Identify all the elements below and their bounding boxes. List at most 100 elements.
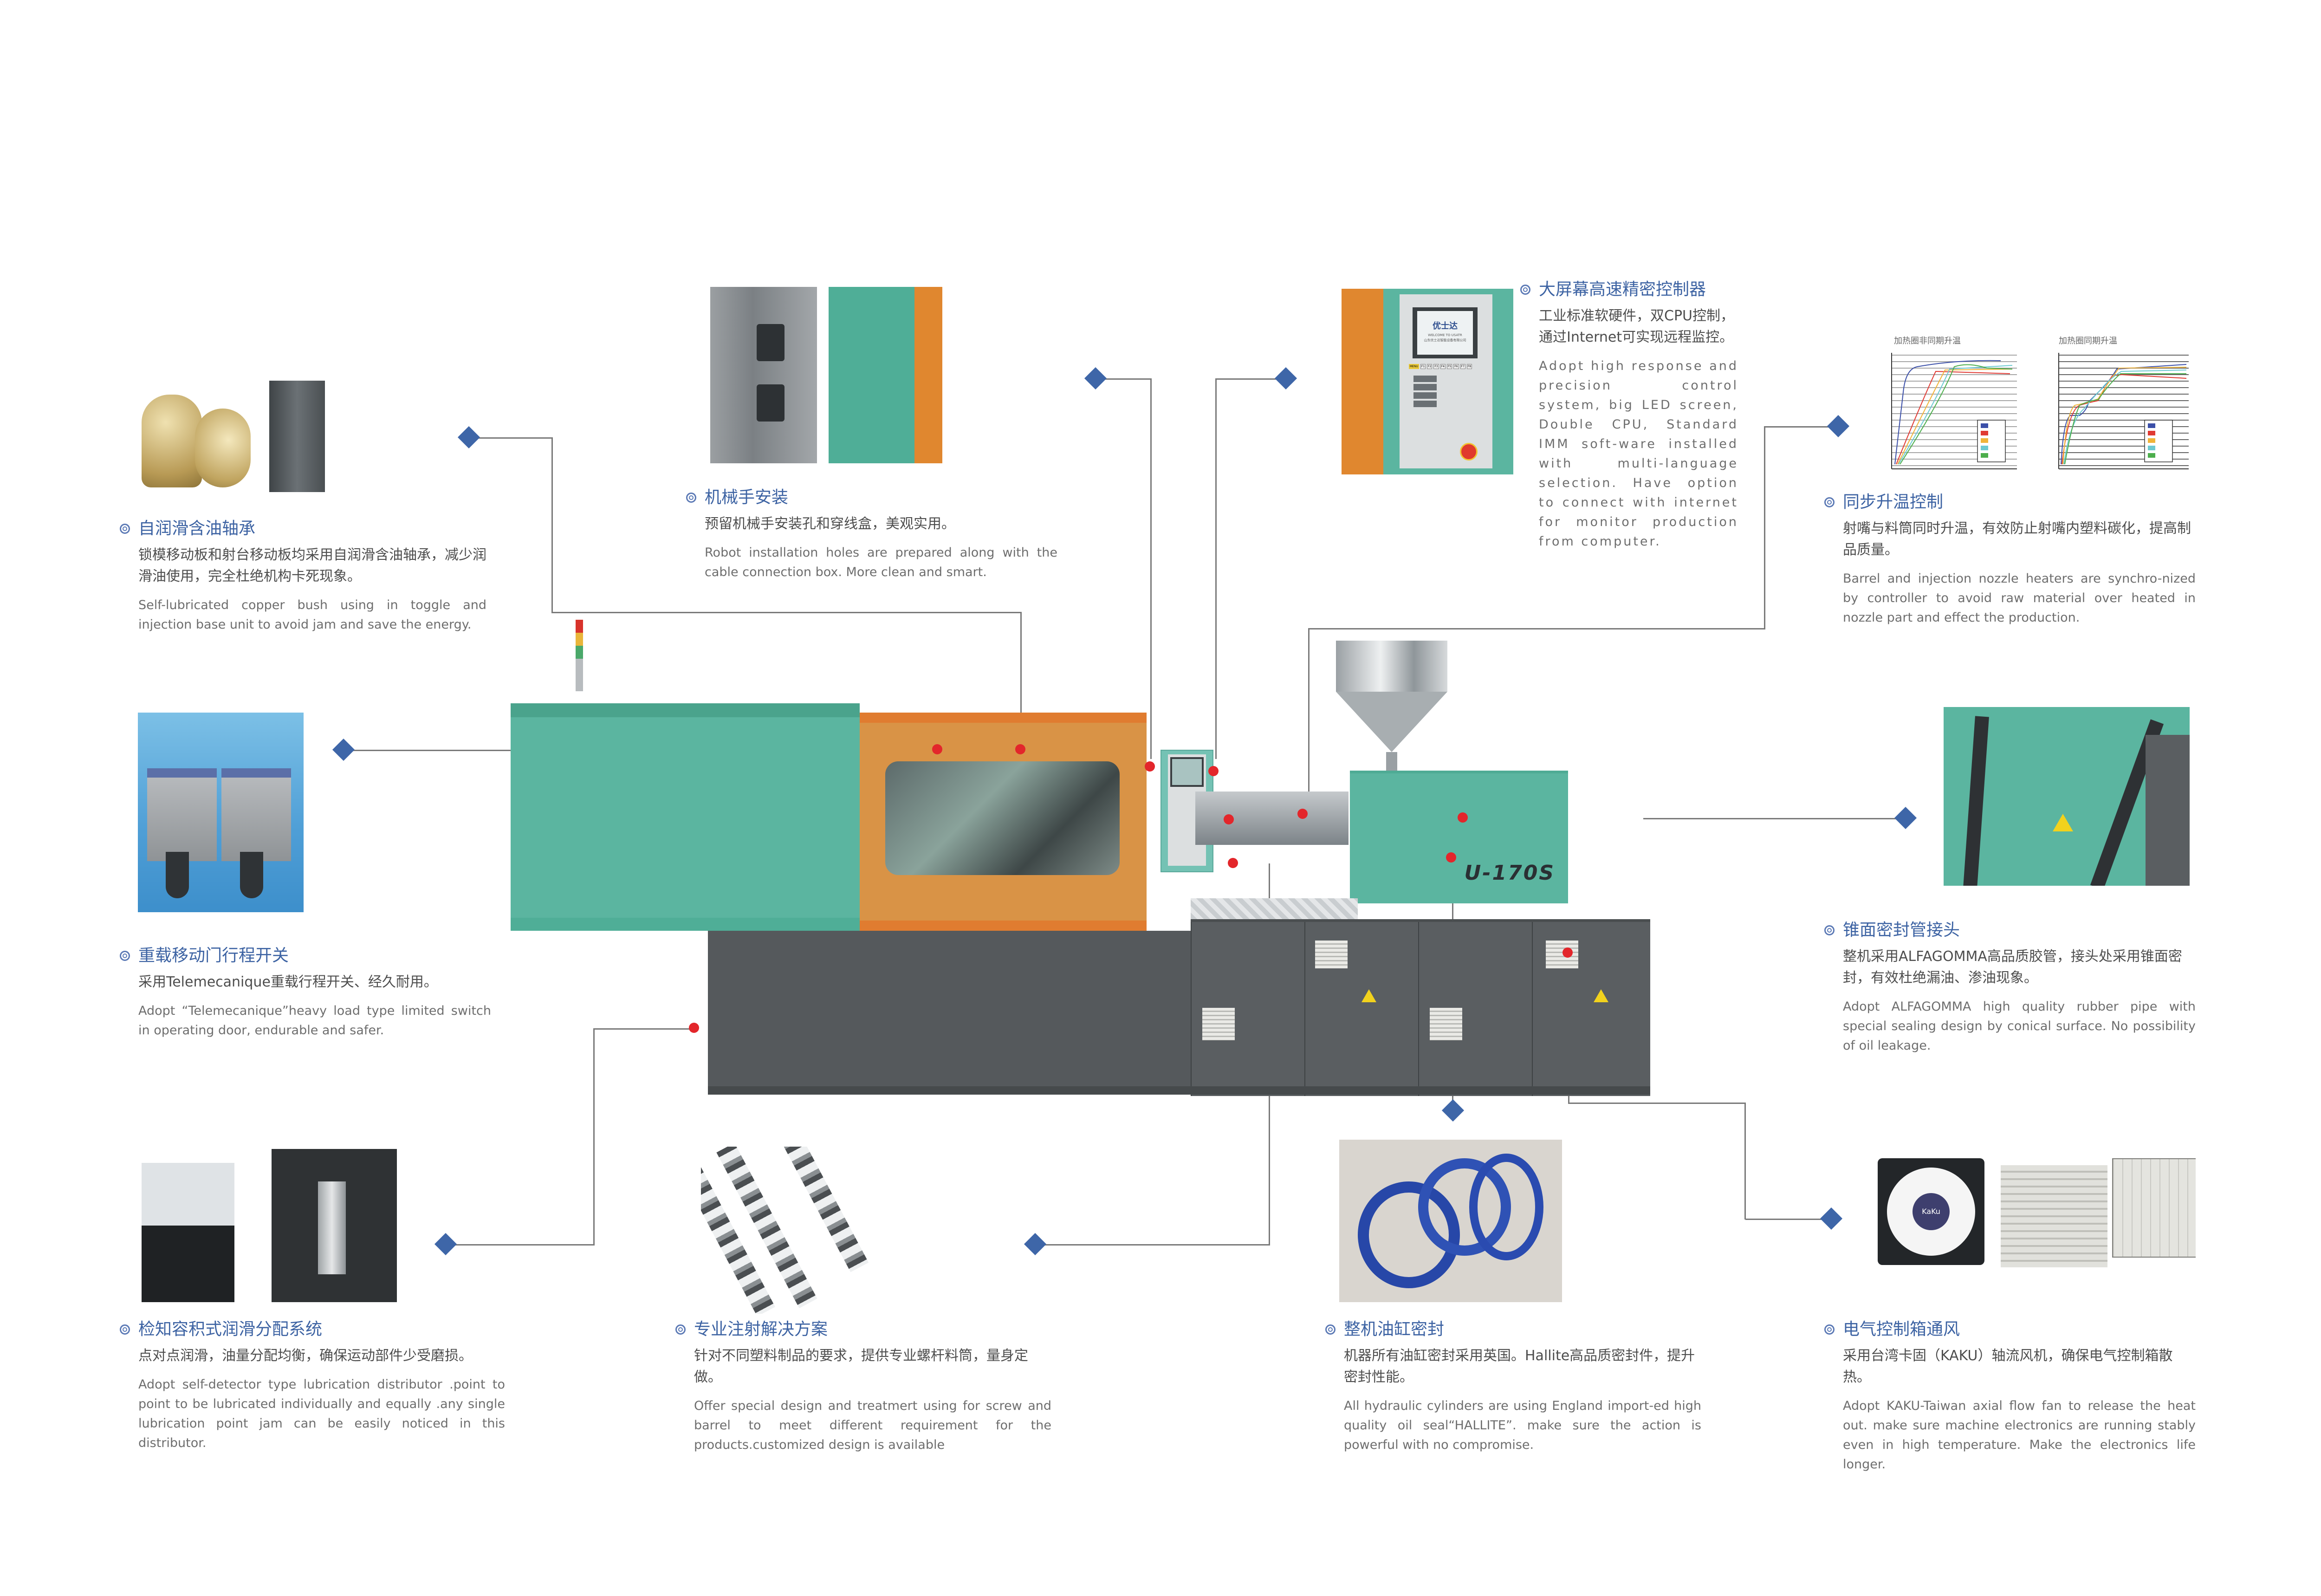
feature-description-zh: 点对点润滑，油量分配均衡，确保运动部件少受磨损。 <box>138 1348 473 1364</box>
feature-description-zh: 采用台湾卡固（KAKU）轴流风机，确保电气控制箱散热。 <box>1843 1348 2173 1385</box>
feature-description-en: Self-lubricated copper bush using in tog… <box>138 598 486 632</box>
marker-robot[interactable] <box>1084 367 1107 390</box>
hotspot-cylinder[interactable] <box>1446 852 1456 863</box>
feature-title: 电气控制箱通风 <box>1843 1320 1960 1339</box>
marker-injection[interactable] <box>1024 1233 1047 1256</box>
model-label: U-170S <box>1464 861 1555 885</box>
photo-copper-bushings <box>135 381 325 492</box>
controller-panel[interactable] <box>1160 750 1213 872</box>
feature-cabinet-ventilation: 电气控制箱通风 采用台湾卡固（KAKU）轴流风机，确保电气控制箱散热。 Adop… <box>1824 1318 2196 1474</box>
circle-bullet-icon <box>120 524 130 534</box>
circle-bullet-icon <box>1520 285 1530 295</box>
feature-lubrication-system: 检知容积式润滑分配系统 点对点润滑，油量分配均衡，确保运动部件少受磨损。 Ado… <box>120 1318 505 1453</box>
key-f3[interactable]: F3 <box>1433 364 1439 369</box>
feature-description-en: Adopt self-detector type lubrication dis… <box>138 1377 505 1450</box>
feature-self-lubricated-bearing: 自润滑含油轴承 锁模移动板和射台移动板均采用自润滑含油轴承，减少润滑油使用，完全… <box>120 518 486 635</box>
controller-screen <box>1170 757 1204 787</box>
feature-description-en: All hydraulic cylinders are using Englan… <box>1344 1399 1701 1452</box>
marker-lubrication[interactable] <box>434 1233 457 1256</box>
checker-plate <box>1191 898 1358 919</box>
marker-conical-seal[interactable] <box>1894 806 1917 830</box>
marker-sync-heating[interactable] <box>1827 415 1850 438</box>
clamp-guard-teal <box>511 703 860 931</box>
feature-cylinder-seal: 整机油缸密封 机器所有油缸密封采用英国。Hallite高品质密封件，提升密封性能… <box>1325 1318 1701 1455</box>
chart-sync <box>2058 353 2189 469</box>
feature-conical-seal-fitting: 锥面密封管接头 整机采用ALFAGOMMA高品质胶管，接头处采用锥面密封，有效杜… <box>1824 919 2196 1056</box>
machine-base <box>708 931 1191 1093</box>
hotspot-lubrication[interactable] <box>689 1023 699 1033</box>
key-f5[interactable]: F5 <box>1446 364 1452 369</box>
feature-injection-solution: 专业注射解决方案 针对不同塑料制品的要求，提供专业螺杆料筒，量身定做。 Offe… <box>675 1318 1051 1455</box>
chart-title-async: 加热圈非同期升温 <box>1894 336 1961 346</box>
circle-bullet-icon <box>120 951 130 961</box>
vent-grille <box>1202 1008 1235 1040</box>
feature-description-zh: 射嘴与料筒同时升温，有效防止射嘴内塑料碳化，提高制品质量。 <box>1843 520 2191 558</box>
key-f4[interactable]: F4 <box>1440 364 1446 369</box>
feature-description-zh: 工业标准软硬件，双CPU控制，通过Internet可实现远程监控。 <box>1539 308 1734 345</box>
feature-description-zh: 锁模移动板和射台移动板均采用自润滑含油轴承，减少润滑油使用，完全杜绝机构卡死现象… <box>138 547 486 584</box>
series-barrel-1 <box>1896 370 2010 465</box>
key-f2[interactable]: F2 <box>1427 364 1433 369</box>
hotspot-robot-2[interactable] <box>1015 744 1025 754</box>
warning-icon <box>1361 989 1376 1002</box>
circle-bullet-icon <box>1325 1324 1336 1335</box>
key-f6[interactable]: F6 <box>1453 364 1459 369</box>
keypad <box>1413 376 1437 408</box>
feature-description-zh: 整机采用ALFAGOMMA高品质胶管，接头处采用锥面密封，有效杜绝漏油、渗油现象… <box>1843 948 2182 986</box>
marker-door-switch[interactable] <box>332 738 355 761</box>
hotspot-robot[interactable] <box>932 744 942 754</box>
feature-description-zh: 预留机械手安装孔和穿线盒，美观实用。 <box>705 516 955 532</box>
photo-axial-fan: KaKu <box>1871 1158 2196 1267</box>
key-f8[interactable]: F8 <box>1466 364 1472 369</box>
photo-lubrication-pump <box>142 1149 397 1302</box>
feature-description-zh: 针对不同塑料制品的要求，提供专业螺杆料筒，量身定做。 <box>694 1348 1028 1385</box>
hotspot-sync[interactable] <box>1297 809 1308 819</box>
warning-icon <box>1594 989 1608 1002</box>
feature-description-en: Adopt ALFAGOMMA high quality rubber pipe… <box>1843 999 2196 1053</box>
signal-tower <box>576 620 583 703</box>
circle-bullet-icon <box>675 1324 686 1335</box>
feature-description-en: Offer special design and treatmert using… <box>694 1399 1051 1452</box>
hotspot-hose[interactable] <box>1458 812 1468 823</box>
feature-title: 检知容积式润滑分配系统 <box>138 1320 323 1339</box>
hotspot-door-edge[interactable] <box>1145 761 1155 772</box>
marker-cabinet-vent[interactable] <box>1820 1207 1843 1230</box>
controller-welcome: WELCOME TO USATR <box>1428 333 1462 337</box>
vent-grille <box>1430 1008 1462 1040</box>
hotspot-barrel[interactable] <box>1228 858 1238 868</box>
photo-robot-mount <box>710 287 942 463</box>
heating-charts: 加热圈非同期升温 加热圈同期升温 <box>1875 334 2196 478</box>
emergency-stop-button[interactable] <box>1460 443 1478 461</box>
controller-key-row: MENU F1 F2 F3 F4 F5 F6 F7 F8 <box>1409 364 1472 369</box>
key-menu[interactable]: MENU <box>1409 364 1419 369</box>
feature-title: 同步升温控制 <box>1843 493 1944 512</box>
electrical-cabinet <box>1191 919 1650 1096</box>
series-barrel-4 <box>2064 373 2186 465</box>
marker-cylinder-seal[interactable] <box>1441 1099 1465 1122</box>
hotspot-vent[interactable] <box>1562 947 1573 958</box>
chart-async <box>1891 353 2017 469</box>
hotspot-heater[interactable] <box>1224 814 1234 824</box>
hotspot-controller[interactable] <box>1208 766 1219 776</box>
marker-controller[interactable] <box>1274 367 1297 390</box>
safety-door-window-glass <box>885 761 1120 875</box>
series-nozzle <box>1894 360 2001 465</box>
marker-bearing[interactable] <box>457 426 480 449</box>
feature-description-en: Barrel and injection nozzle heaters are … <box>1843 571 2196 625</box>
key-f1[interactable]: F1 <box>1420 364 1426 369</box>
feature-sync-heating: 同步升温控制 射嘴与料筒同时升温，有效防止射嘴内塑料碳化，提高制品质量。 Bar… <box>1824 491 2196 628</box>
chart-title-sync: 加热圈同期升温 <box>2059 336 2117 346</box>
vent-grille <box>1315 941 1348 968</box>
key-f7[interactable]: F7 <box>1460 364 1465 369</box>
injection-barrel <box>1195 792 1349 845</box>
circle-bullet-icon <box>1824 1324 1835 1335</box>
series-barrel-3 <box>1898 365 2013 465</box>
photo-oil-seals <box>1339 1140 1562 1302</box>
feature-description-zh: 机器所有油缸密封采用英国。Hallite高品质密封件，提升密封性能。 <box>1344 1348 1695 1385</box>
hopper-cone <box>1336 692 1447 752</box>
series-barrel-2 <box>1897 369 2013 465</box>
feature-description-en: Adopt “Telemecanique”heavy load type lim… <box>138 1004 491 1038</box>
controller-company: 山东优士达智能设备有限公司 <box>1424 338 1466 342</box>
warning-icon <box>2053 814 2073 831</box>
vent-grille <box>1546 941 1578 968</box>
